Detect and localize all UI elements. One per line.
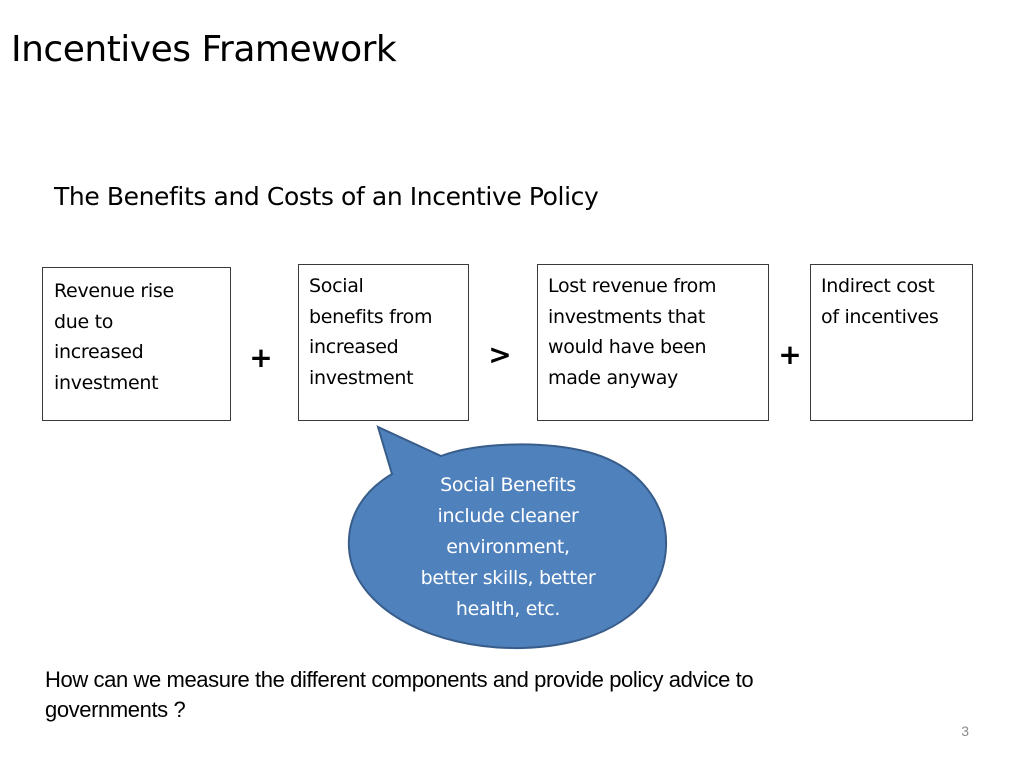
box-text-line: made anyway — [548, 366, 678, 389]
box-text-line: investments that — [548, 305, 706, 328]
box-text-line: Revenue rise — [54, 280, 174, 302]
box-text-line: of incentives — [821, 305, 939, 328]
diagram-box-social-benefits: Social benefits from increased investmen… — [298, 264, 469, 421]
diagram-box-revenue-rise: Revenue rise due to increased investment — [42, 267, 231, 421]
box-text-line: benefits from — [309, 305, 433, 328]
box-text-line: increased — [54, 341, 144, 363]
question-line: governments ? — [45, 697, 186, 722]
callout-text-line: better skills, better — [420, 567, 596, 589]
diagram-box-lost-revenue: Lost revenue from investments that would… — [537, 264, 769, 421]
plus-operator: + — [778, 338, 802, 371]
box-text-line: Indirect cost — [821, 275, 935, 297]
slide-title: Incentives Framework — [11, 29, 397, 70]
page-number: 3 — [961, 723, 969, 739]
callout-text-line: Social Benefits — [440, 474, 576, 496]
speech-bubble-callout-text: Social Benefits include cleaner environm… — [398, 470, 618, 625]
question-text: How can we measure the different compone… — [45, 665, 945, 725]
slide-subtitle: The Benefits and Costs of an Incentive P… — [54, 182, 599, 211]
diagram-box-indirect-cost: Indirect cost of incentives — [810, 264, 973, 421]
callout-text-line: health, etc. — [455, 598, 561, 620]
callout-text-line: environment, — [446, 536, 570, 558]
box-text-line: Lost revenue from — [548, 275, 717, 297]
greater-than-operator: > — [488, 338, 512, 371]
box-text-line: due to — [54, 310, 114, 333]
box-text-line: would have been — [548, 336, 707, 358]
plus-operator: + — [249, 341, 273, 374]
box-text-line: increased — [309, 336, 399, 358]
question-line: How can we measure the different compone… — [45, 667, 754, 692]
box-text-line: investment — [54, 371, 159, 394]
box-text-line: investment — [309, 366, 414, 389]
callout-text-line: include cleaner — [437, 505, 579, 527]
box-text-line: Social — [309, 275, 364, 297]
